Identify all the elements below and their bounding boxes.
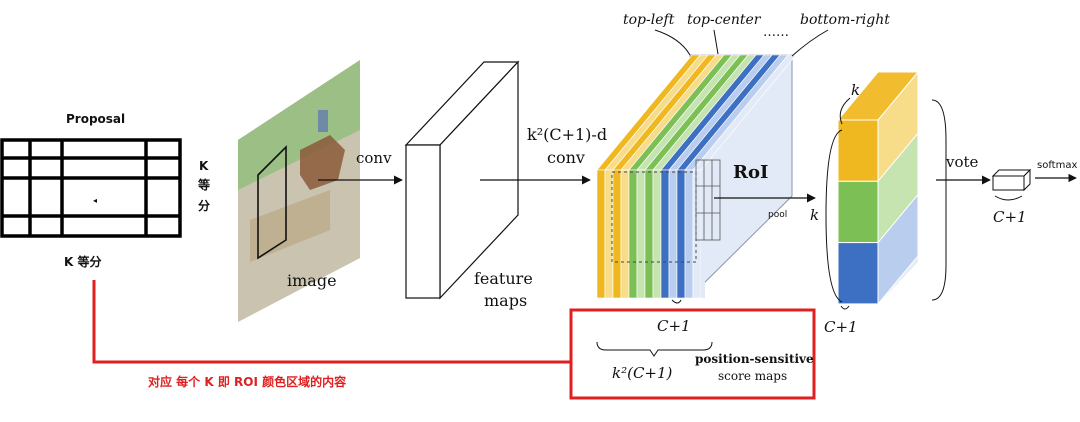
bottom-right-label: bottom-right [800,12,890,28]
feature-label: feature [474,269,533,288]
pooled-cell-front [837,180,879,244]
score-layer-face [636,169,646,299]
score-layer-face [612,169,622,299]
score-layer-face [668,169,678,299]
pooled-cell-front [837,242,879,305]
softmax-label: softmax [1037,160,1077,171]
pooled-top [836,71,920,121]
pooled-grid [836,70,920,306]
score-layer-edge [701,170,705,298]
c1-out-label: C+1 [993,208,1027,226]
ps-line2: score maps [718,369,787,383]
score-maps-stack [596,54,797,299]
proposal-grid: Proposal ◂ K 等 分 K 等分 [0,112,210,269]
score-layer-face [628,169,638,299]
input-image: image [238,60,360,322]
proposal-title: Proposal [66,112,125,126]
image-label: image [287,271,337,290]
pooled-cell-side [877,193,919,306]
score-layer-face [684,169,694,299]
score-layer-face [660,169,670,299]
pool-label: pool [768,210,787,220]
k-top-label: k [851,81,860,99]
score-layer-face [652,169,662,299]
output-box [991,168,1032,192]
score-layer-face [676,169,686,299]
conv-label: conv [356,149,392,167]
proposal-deng: 等 [197,177,210,192]
score-layer-face [620,169,630,299]
score-layer-face [644,169,654,299]
vote-label: vote [945,153,979,171]
score-layer-face [692,169,702,299]
proposal-dot-mark: ◂ [93,196,97,205]
proposal-k-side: K [199,159,209,173]
top-left-label: top-left [623,12,675,28]
score-layer-face [596,169,606,299]
ps-line1: position-sensitive [695,352,814,366]
c1-under-maps: C+1 [657,317,691,335]
annotation-box: k²(C+1) position-sensitive score maps [569,308,816,400]
dots-label: …… [763,25,789,40]
top-center-label: top-center [687,12,762,28]
k-side-label: k [810,206,819,224]
annotation-text: 对应 每个 K 即 ROI 颜色区域的内容 [148,374,346,389]
k2c1-label: k²(C+1) [612,364,673,382]
annotation-connector [92,280,571,364]
proposal-bottom-label: K 等分 [64,254,101,269]
proposal-fen: 分 [198,198,210,213]
c1-under-vote: C+1 [824,318,858,336]
roi-label: RoI [733,162,768,183]
feature-maps-block [404,60,520,300]
pooled-cell-front [837,119,879,182]
maps-label: maps [484,291,527,310]
kconv-label-line1: k²(C+1)-d [527,125,607,144]
kconv-label-line2: conv [547,148,585,167]
